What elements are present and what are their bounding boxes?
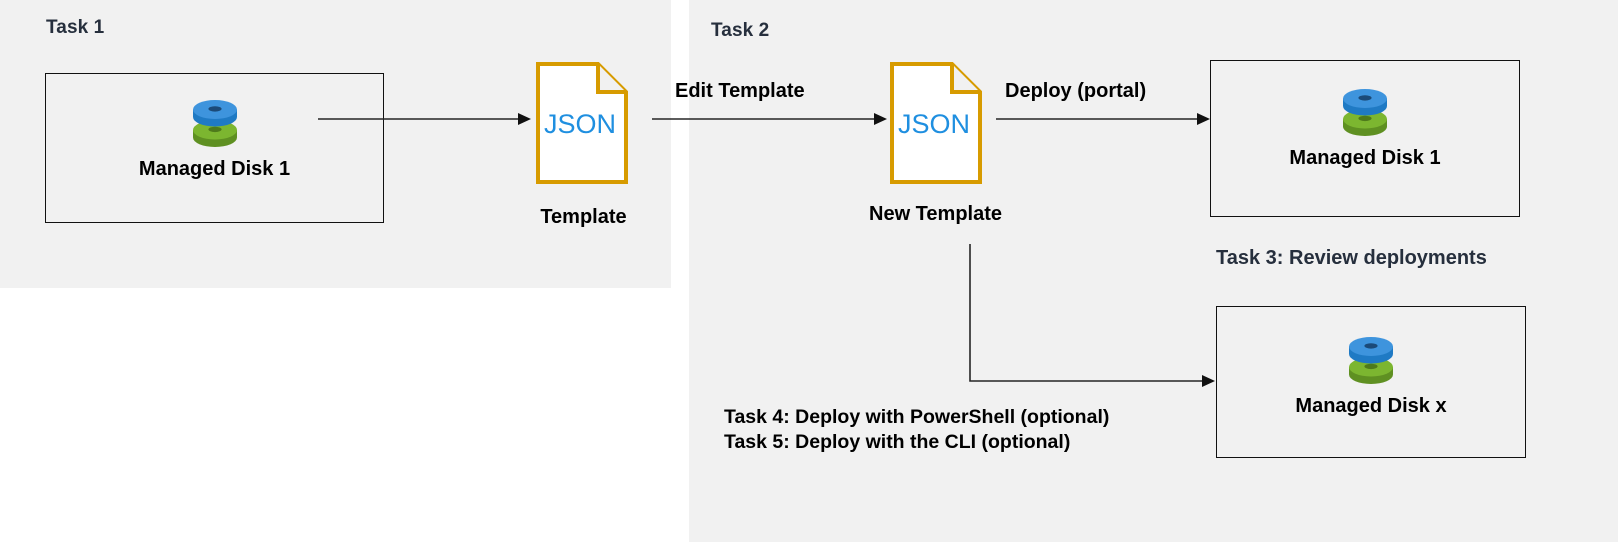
managed-disk-icon	[1341, 333, 1401, 389]
managed-disk-x-box: Managed Disk x	[1216, 306, 1526, 458]
managed-disk-x-label: Managed Disk x	[1295, 395, 1447, 417]
task-1-heading: Task 1	[46, 17, 105, 38]
json-doc-text-right: JSON	[898, 109, 970, 139]
connector-edit-template	[652, 113, 887, 125]
managed-disk-1-box-left: Managed Disk 1	[45, 73, 384, 223]
managed-disk-1-box-right: Managed Disk 1	[1210, 60, 1520, 217]
connector-disk-to-template	[318, 113, 531, 125]
edit-template-caption: Edit Template	[675, 80, 805, 102]
optional-tasks-block: Task 4: Deploy with PowerShell (optional…	[724, 405, 1109, 455]
json-doc-text-left: JSON	[544, 109, 616, 139]
connector-deploy-portal	[996, 113, 1210, 125]
task-5-label: Task 5: Deploy with the CLI (optional)	[724, 431, 1071, 453]
new-template-label: New Template	[869, 203, 1002, 225]
connector-template-to-disk-x	[969, 244, 1215, 387]
task-2-panel	[689, 0, 1618, 542]
task-3-heading: Task 3: Review deployments	[1216, 247, 1487, 269]
managed-disk-icon	[185, 96, 245, 152]
node-content: Managed Disk 1	[1211, 85, 1519, 170]
template-label-left: Template	[540, 206, 627, 228]
task-4-label: Task 4: Deploy with PowerShell (optional…	[724, 406, 1110, 428]
task-2-heading: Task 2	[711, 20, 770, 41]
managed-disk-1-label-left: Managed Disk 1	[138, 158, 291, 180]
deploy-portal-caption: Deploy (portal)	[1005, 80, 1147, 102]
node-content: Managed Disk 1	[46, 96, 383, 181]
template-document-left: JSON	[536, 62, 628, 189]
managed-disk-1-label-right: Managed Disk 1	[1289, 147, 1441, 169]
template-document-right: JSON	[890, 62, 982, 189]
managed-disk-icon	[1335, 85, 1395, 141]
node-content: Managed Disk x	[1217, 333, 1525, 418]
